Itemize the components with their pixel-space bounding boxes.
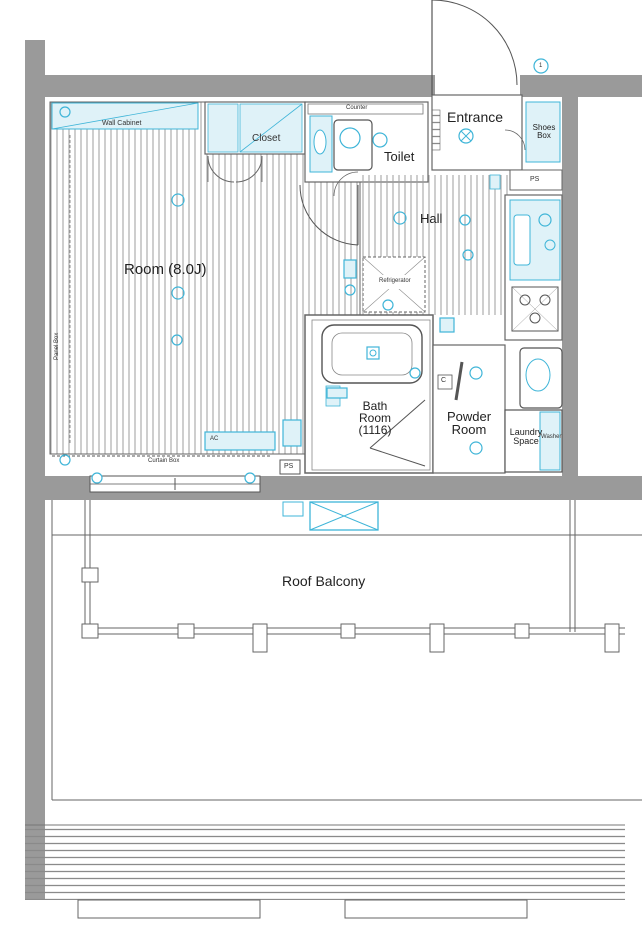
hall-label: Hall [420,211,443,226]
powder-label-line2: Room [451,422,487,437]
shoes-box-line2: Box [537,131,551,140]
walls [25,40,642,502]
laundry-label: Laundry Space [506,428,546,446]
powder-label-line1: Powder [446,409,492,424]
ps-bottom-label: PS [284,463,294,470]
wall-cabinet-label: Wall Cabinet [102,120,142,127]
bath-room [304,314,434,474]
bath-label-line1: Bath [362,399,388,413]
toilet-room [304,101,429,197]
powder-label: Powder Room [438,410,500,436]
shoes-box-line1: Shoes [532,123,556,132]
counter-label: Counter [346,105,368,111]
outdoor-unit [282,501,379,531]
ps-top-label: PS [530,176,540,183]
balcony-window [89,459,301,493]
bath-label: Bath Room (1116) [345,400,405,436]
refrigerator-label: Refrigerator [379,278,411,284]
room-door [299,184,359,246]
bath-label-line2: Room [358,411,391,425]
bottom-ledge-left [77,899,261,919]
balcony-label: Roof Balcony [282,573,366,589]
laundry-space [504,347,563,473]
lower-wall [25,500,45,900]
laundry-label-line1: Laundry [509,427,543,437]
closet-label: Closet [252,133,281,144]
bottom-ledge-right [344,899,528,919]
roof-balcony [51,500,642,801]
room-fixture-markers [59,106,455,466]
room-label: Room (8.0J) [124,261,207,278]
bath-label-line3: (1116) [358,423,392,437]
laundry-label-line2: Space [513,436,539,446]
toilet-label: Toilet [384,149,415,164]
entrance-area [431,0,561,171]
ac-label: AC [210,436,219,442]
panel-box-label: Panel Box [54,332,60,360]
washer-label: Washer [541,434,562,440]
c-mark-label: C [441,377,447,384]
refrigerator-space [362,256,426,313]
closet [204,101,306,183]
kitchen-counter [504,194,563,341]
stair-hatch [25,825,625,900]
circle-number-label: 1 [539,63,543,69]
entrance-label: Entrance [447,109,504,125]
shoes-box-label: Shoes Box [526,124,562,140]
powder-room [432,344,506,474]
curtain-box-label: Curtain Box [148,458,180,464]
